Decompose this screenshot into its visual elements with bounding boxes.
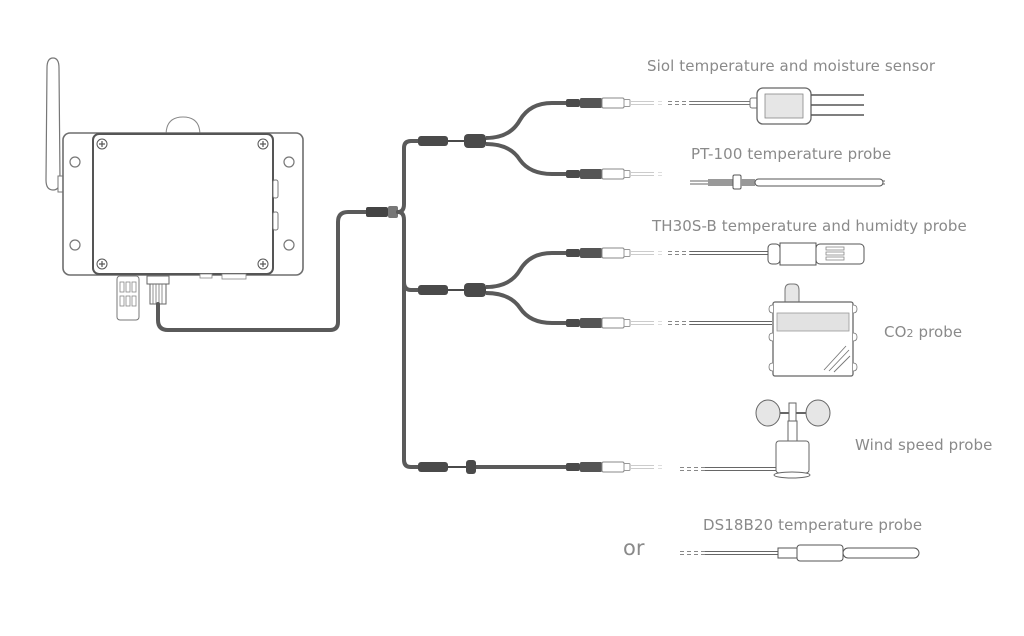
probe-label-wind: Wind speed probe (855, 436, 993, 454)
co2-label-sub: 2 (906, 327, 914, 340)
probe-label-co2: CO2 probe (884, 323, 962, 341)
hub-sensor-grille (116, 275, 140, 321)
probe-connector (565, 247, 663, 259)
pt100-probe-icon (690, 174, 885, 190)
splitter-middle (418, 251, 570, 325)
splitter-upper (418, 101, 570, 176)
probe-connector (565, 168, 663, 180)
cable-gland (146, 275, 170, 305)
hub-device (45, 57, 304, 321)
trunk-cables (396, 139, 422, 469)
main-splitter (366, 206, 398, 218)
wind-speed-probe-icon (679, 399, 831, 479)
or-label: or (623, 536, 645, 560)
ds18b20-probe-icon (679, 544, 920, 562)
main-cable (156, 210, 370, 332)
co2-label-main: CO (884, 323, 907, 341)
soil-sensor-icon (667, 87, 864, 125)
probe-label-ds18b20: DS18B20 temperature probe (703, 516, 923, 534)
probe-connector (565, 317, 663, 329)
probe-label-pt100: PT-100 temperature probe (691, 145, 892, 163)
probe-connector (565, 97, 663, 109)
co2-probe-icon (667, 283, 858, 377)
co2-label-tail: probe (913, 323, 963, 341)
probe-label-soil: Siol temperature and moisture sensor (647, 57, 936, 75)
probe-connector (565, 461, 663, 473)
th30sb-probe-icon (667, 242, 865, 266)
splitter-lower (418, 460, 570, 474)
probe-label-th30sb: TH30S-B temperature and humidty probe (652, 217, 967, 235)
